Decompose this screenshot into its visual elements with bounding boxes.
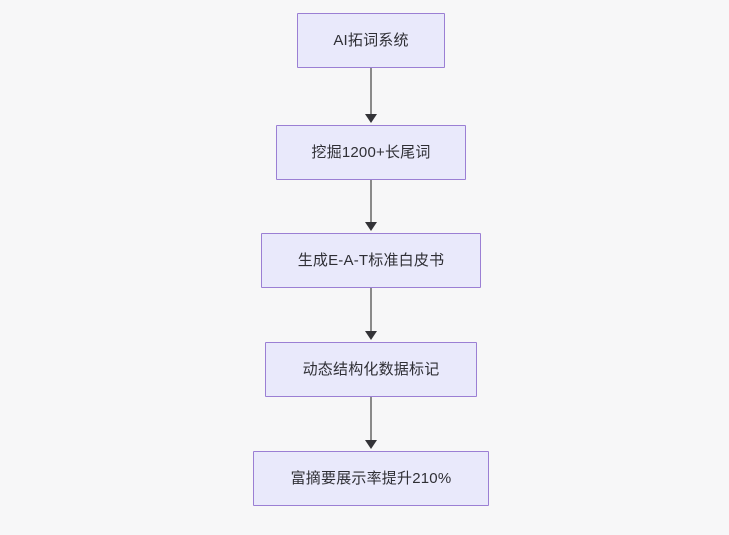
flow-connector-line-2 bbox=[370, 180, 372, 224]
flow-node-label: 富摘要展示率提升210% bbox=[290, 469, 452, 487]
flow-node-ai-keyword-system[interactable]: AI拓词系统 bbox=[297, 13, 445, 68]
flow-node-label: 挖掘1200+长尾词 bbox=[311, 143, 431, 161]
flow-node-generate-eat-whitepaper[interactable]: 生成E-A-T标准白皮书 bbox=[261, 233, 481, 288]
flow-connector-line-1 bbox=[370, 68, 372, 116]
flow-node-mine-longtail-keywords[interactable]: 挖掘1200+长尾词 bbox=[276, 125, 466, 180]
flow-node-label: 动态结构化数据标记 bbox=[302, 360, 440, 378]
flow-arrow-icon-2 bbox=[365, 222, 377, 231]
flow-connector-line-3 bbox=[370, 288, 372, 333]
flow-node-rich-snippet-impression-uplift[interactable]: 富摘要展示率提升210% bbox=[253, 451, 489, 506]
flow-node-dynamic-structured-data-markup[interactable]: 动态结构化数据标记 bbox=[265, 342, 477, 397]
flow-arrow-icon-1 bbox=[365, 114, 377, 123]
flow-arrow-icon-4 bbox=[365, 440, 377, 449]
flow-node-label: AI拓词系统 bbox=[333, 31, 409, 49]
flow-arrow-icon-3 bbox=[365, 331, 377, 340]
flow-node-label: 生成E-A-T标准白皮书 bbox=[297, 251, 445, 269]
flow-connector-line-4 bbox=[370, 397, 372, 442]
